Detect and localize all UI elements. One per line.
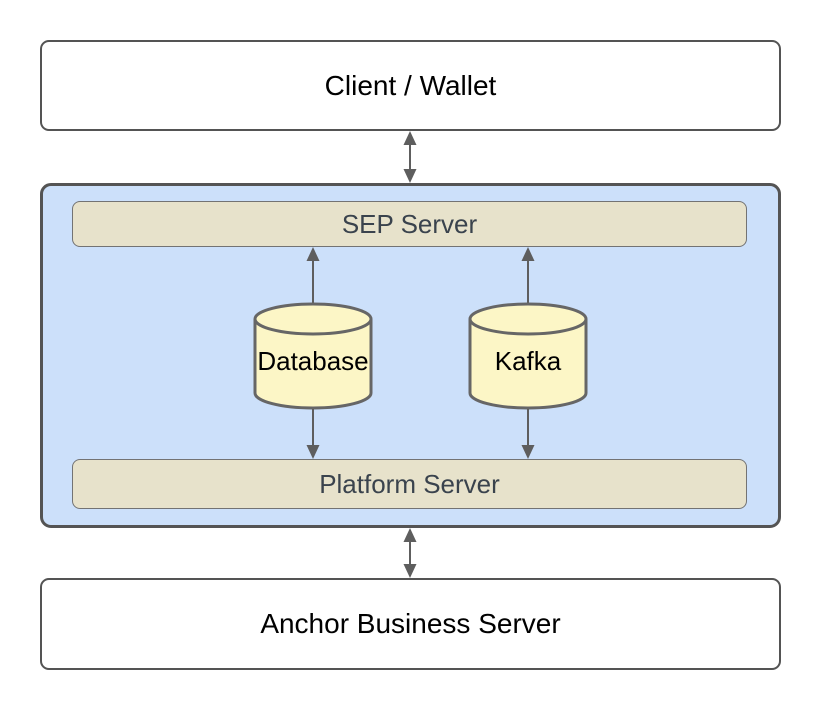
node-anchor-business-server-label: Anchor Business Server [260,608,561,639]
kafka-cylinder-icon [468,302,588,410]
edge-kafka-platform-arrow [521,409,535,459]
edge-container-anchor-arrow [403,528,417,578]
edge-kafka-sep-arrow [521,247,535,303]
node-kafka-label: Kafka [494,346,562,376]
node-platform-server-label: Platform Server [319,468,500,499]
node-database-label: Database [257,346,369,376]
database-cylinder-icon [253,302,373,410]
node-kafka: Kafka [468,302,588,410]
edge-client-container-arrow [403,131,417,183]
node-database: Database [253,302,373,410]
edge-database-platform-arrow [306,409,320,459]
edge-database-sep-arrow [306,247,320,303]
node-client-wallet: Client / Wallet [40,40,781,131]
node-platform-server: Platform Server [72,459,747,509]
node-sep-server: SEP Server [72,201,747,247]
node-client-wallet-label: Client / Wallet [324,69,497,101]
node-sep-server-label: SEP Server [341,208,478,239]
node-anchor-business-server: Anchor Business Server [40,578,781,670]
